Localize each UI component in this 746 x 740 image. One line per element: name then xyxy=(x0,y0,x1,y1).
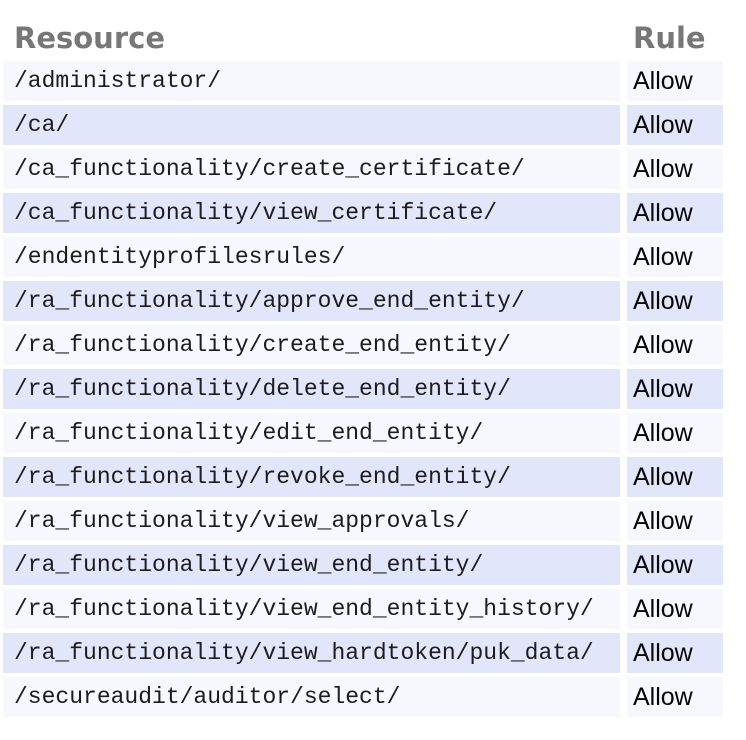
rule-cell: Allow xyxy=(627,237,723,277)
table-row: /ca_functionality/create_certificate/ Al… xyxy=(3,149,723,189)
table-row: /administrator/ Allow xyxy=(3,61,723,101)
table-row: /ra_functionality/revoke_end_entity/ All… xyxy=(3,457,723,497)
rule-cell: Allow xyxy=(627,413,723,453)
table-row: /ca_functionality/view_certificate/ Allo… xyxy=(3,193,723,233)
table-row: /ra_functionality/view_end_entity_histor… xyxy=(3,589,723,629)
table-row: /ra_functionality/create_end_entity/ All… xyxy=(3,325,723,365)
resource-cell: /ca/ xyxy=(3,105,620,145)
resource-cell: /ra_functionality/view_approvals/ xyxy=(3,501,620,541)
resource-cell: /ra_functionality/view_hardtoken/puk_dat… xyxy=(3,633,620,673)
resource-cell: /endentityprofilesrules/ xyxy=(3,237,620,277)
rule-cell: Allow xyxy=(627,457,723,497)
resource-cell: /ra_functionality/delete_end_entity/ xyxy=(3,369,620,409)
resource-cell: /secureaudit/auditor/select/ xyxy=(3,677,620,717)
rule-cell: Allow xyxy=(627,325,723,365)
resource-cell: /ca_functionality/create_certificate/ xyxy=(3,149,620,189)
rule-cell: Allow xyxy=(627,61,723,101)
table-row: /endentityprofilesrules/ Allow xyxy=(3,237,723,277)
table-row: /ca/ Allow xyxy=(3,105,723,145)
resource-cell: /ra_functionality/view_end_entity/ xyxy=(3,545,620,585)
table-row: /ra_functionality/view_hardtoken/puk_dat… xyxy=(3,633,723,673)
table-row: /ra_functionality/approve_end_entity/ Al… xyxy=(3,281,723,321)
table-row: /ra_functionality/view_approvals/ Allow xyxy=(3,501,723,541)
column-header-resource: Resource xyxy=(14,21,165,55)
rule-cell: Allow xyxy=(627,193,723,233)
rule-cell: Allow xyxy=(627,677,723,717)
resource-cell: /ca_functionality/view_certificate/ xyxy=(3,193,620,233)
table-row: /secureaudit/auditor/select/ Allow xyxy=(3,677,723,717)
rule-cell: Allow xyxy=(627,149,723,189)
resource-cell: /administrator/ xyxy=(3,61,620,101)
rule-cell: Allow xyxy=(627,633,723,673)
table-row: /ra_functionality/delete_end_entity/ All… xyxy=(3,369,723,409)
rule-cell: Allow xyxy=(627,501,723,541)
rule-cell: Allow xyxy=(627,369,723,409)
resource-cell: /ra_functionality/revoke_end_entity/ xyxy=(3,457,620,497)
rule-cell: Allow xyxy=(627,545,723,585)
resource-cell: /ra_functionality/edit_end_entity/ xyxy=(3,413,620,453)
rule-cell: Allow xyxy=(627,105,723,145)
resource-cell: /ra_functionality/create_end_entity/ xyxy=(3,325,620,365)
resource-cell: /ra_functionality/approve_end_entity/ xyxy=(3,281,620,321)
access-rules-table: Resource Rule /administrator/ Allow /ca/… xyxy=(0,12,730,721)
table-header-row: Resource Rule xyxy=(3,16,723,57)
table-row: /ra_functionality/edit_end_entity/ Allow xyxy=(3,413,723,453)
resource-cell: /ra_functionality/view_end_entity_histor… xyxy=(3,589,620,629)
table-row: /ra_functionality/view_end_entity/ Allow xyxy=(3,545,723,585)
rule-cell: Allow xyxy=(627,281,723,321)
column-header-rule: Rule xyxy=(633,21,706,55)
rule-cell: Allow xyxy=(627,589,723,629)
